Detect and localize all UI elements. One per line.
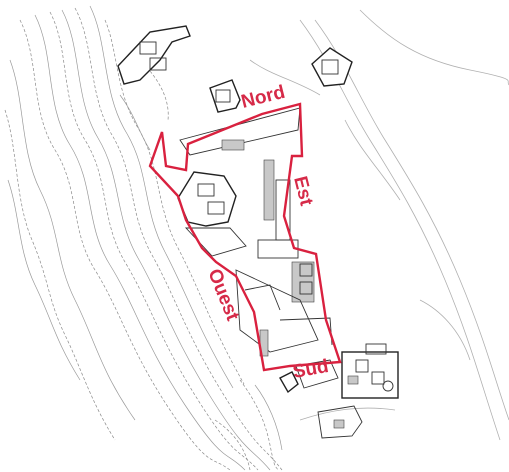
outbuilding-northwest: [117, 25, 191, 85]
tower-northeast: [311, 47, 353, 87]
fortress-enceinte-outline: [148, 102, 342, 372]
wall-label-south: Sud: [291, 356, 330, 383]
wall-label-east: Est: [289, 174, 317, 208]
outbuilding-south: [317, 405, 363, 439]
contour-lines: [4, 5, 283, 471]
bastion-west: [177, 171, 247, 257]
tower-south: [279, 359, 339, 394]
outbuilding-southeast: [341, 343, 399, 399]
tower-north: [209, 79, 241, 113]
